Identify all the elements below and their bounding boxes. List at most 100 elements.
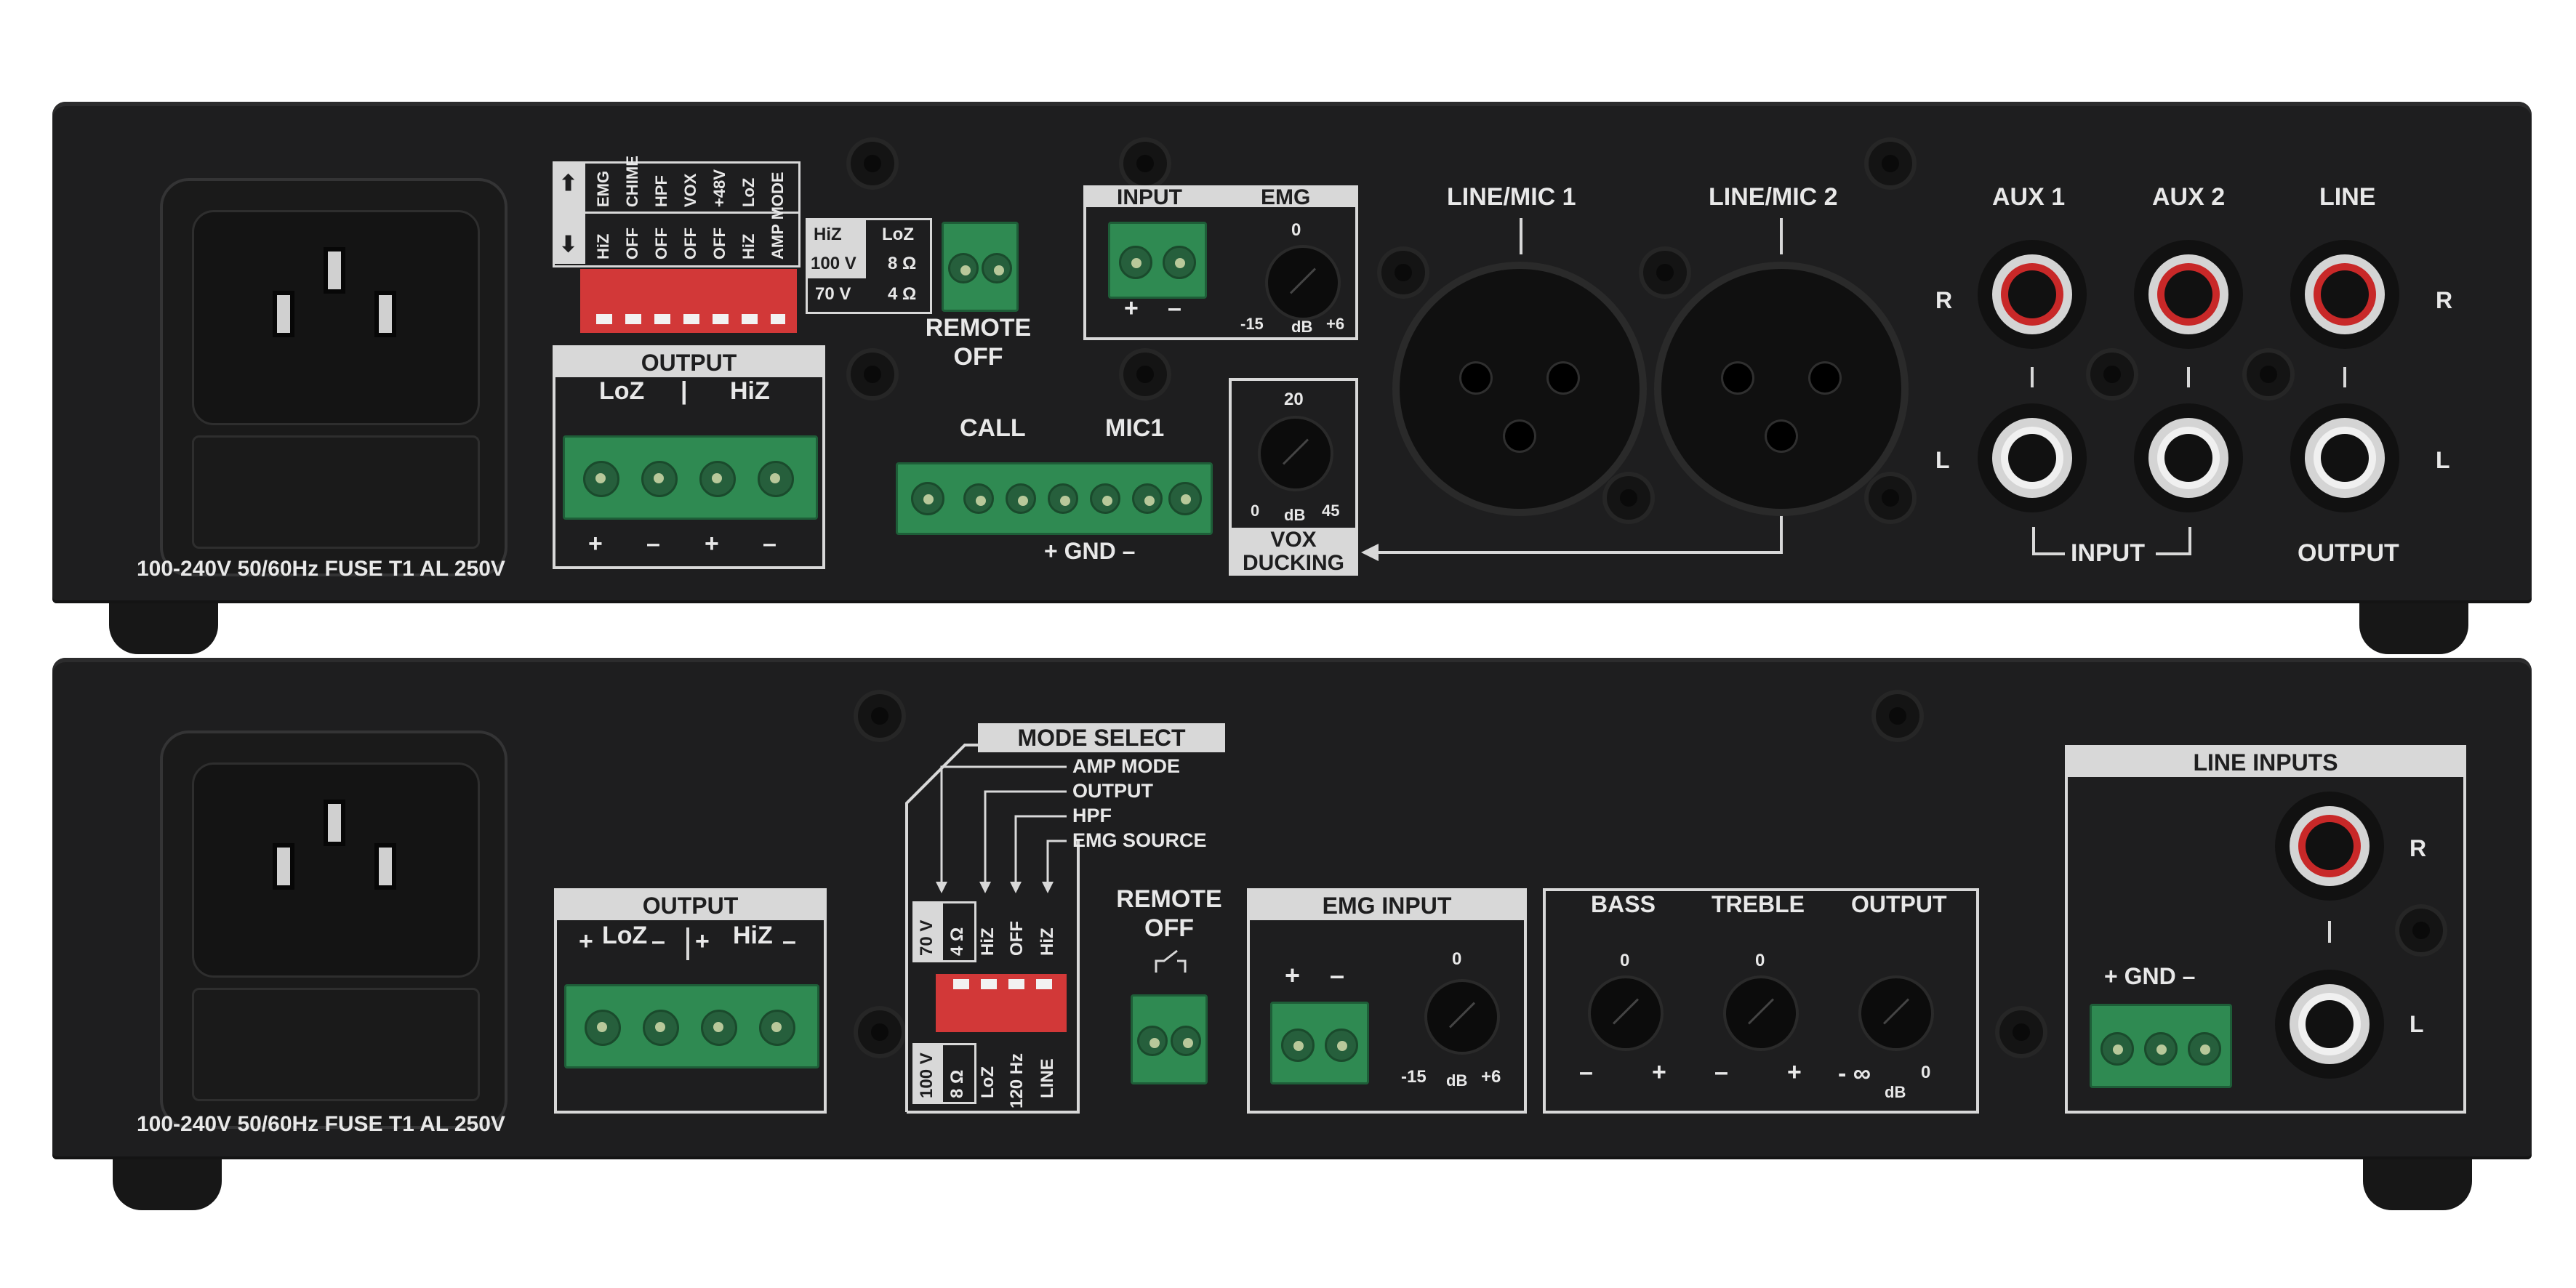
power-inlet[interactable]: [160, 730, 507, 1129]
emg-level-knob[interactable]: [1268, 248, 1338, 318]
switch-label: OFF: [681, 228, 699, 259]
power-pin: [374, 291, 396, 337]
mode-up-label: HiZ: [1038, 927, 1057, 956]
call-mic-terminal-block[interactable]: [896, 462, 1213, 535]
switch-label: AMP MODE: [769, 172, 787, 259]
emg-input-terminal[interactable]: [1270, 1002, 1369, 1084]
emg-knob-min: -15: [1240, 315, 1264, 333]
switch-label: VOX: [681, 173, 699, 207]
up-arrow-icon: ⬆: [559, 172, 578, 196]
output-hiz-label: HiZ: [730, 377, 770, 405]
emg-knob-unit: dB: [1446, 1071, 1468, 1090]
output-plus-label: +: [579, 927, 593, 955]
xlr-input-1[interactable]: [1400, 269, 1640, 509]
line-label: LINE: [2319, 183, 2376, 211]
emg-title: EMG: [1261, 185, 1311, 209]
rca-output-label: OUTPUT: [2298, 539, 2399, 567]
line-inputs-terminal[interactable]: [2090, 1004, 2232, 1088]
down-arrow-icon: ⬇: [559, 233, 578, 257]
emg-knob-zero: 0: [1452, 949, 1462, 969]
tone-output-label: OUTPUT: [1851, 891, 1947, 917]
dip-switch-levers[interactable]: [953, 979, 1052, 989]
output-minus-label: –: [782, 927, 796, 955]
fuse-drawer[interactable]: [192, 988, 480, 1101]
power-pin: [374, 843, 396, 890]
output-plus-label: +: [695, 927, 710, 955]
top-unit-foot-left: [109, 603, 218, 654]
power-inlet[interactable]: [160, 178, 507, 576]
amp-mode-loz: LoZ: [882, 225, 914, 244]
remote-off-terminal[interactable]: [942, 222, 1019, 312]
line-input-l-label: L: [2410, 1011, 2424, 1037]
treble-knob-zero: 0: [1755, 951, 1765, 970]
switch-label: HiZ: [739, 233, 758, 259]
power-pin: [324, 247, 345, 294]
power-pin: [324, 800, 345, 846]
bass-knob[interactable]: [1591, 978, 1661, 1048]
line-mic1-label: LINE/MIC 1: [1447, 183, 1576, 211]
aux2-r-jack[interactable]: [2134, 240, 2243, 349]
bottom-unit-foot-left: [113, 1159, 222, 1210]
screw-icon: [2247, 353, 2290, 396]
output-terminal-block[interactable]: [563, 435, 818, 520]
input-minus-label: –: [1168, 294, 1181, 322]
mode-up-label: 70 V: [917, 919, 936, 956]
fuse-drawer[interactable]: [192, 435, 480, 549]
aux1-r-jack[interactable]: [1978, 240, 2087, 349]
emg-level-knob[interactable]: [1427, 982, 1497, 1052]
treble-knob[interactable]: [1726, 978, 1796, 1048]
divider: [2031, 367, 2034, 387]
aux2-l-jack[interactable]: [2134, 403, 2243, 512]
switch-label: +48V: [710, 169, 729, 207]
line-input-l-jack[interactable]: [2275, 970, 2384, 1079]
line-out-l-jack[interactable]: [2290, 403, 2399, 512]
mode-down-label: LINE: [1038, 1058, 1057, 1098]
mode-item-hpf: HPF: [1072, 805, 1112, 826]
bottom-unit-foot-right: [2363, 1159, 2472, 1210]
power-label: 100-240V 50/60Hz FUSE T1 AL 250V: [137, 1112, 505, 1136]
emg-knob-zero: 0: [1291, 220, 1301, 240]
output-level-knob[interactable]: [1861, 978, 1931, 1048]
emg-minus-label: –: [1330, 960, 1345, 990]
output-knob-max: 0: [1921, 1063, 1931, 1082]
treble-label: TREBLE: [1712, 891, 1805, 917]
divider: [1520, 218, 1522, 254]
output-terminal-block[interactable]: [564, 984, 819, 1068]
aux2-label: AUX 2: [2152, 183, 2226, 211]
treble-minus: –: [1714, 1058, 1728, 1086]
output-minus-label: –: [651, 927, 665, 955]
rca-input-label: INPUT: [2071, 539, 2145, 567]
dip-switch-levers[interactable]: [596, 314, 785, 324]
xlr-input-2[interactable]: [1661, 269, 1901, 509]
divider: [2328, 921, 2331, 943]
routing-line: [1780, 509, 1783, 554]
line-input-r-jack[interactable]: [2275, 792, 2384, 901]
bracket: [2156, 552, 2191, 555]
mode-down-label: 8 Ω: [947, 1069, 967, 1098]
vox-ducking-knob[interactable]: [1261, 419, 1331, 488]
line-out-r-jack[interactable]: [2290, 240, 2399, 349]
dip-switch-legend: ⬆ ⬇ EMG HiZ CHIME OFF HPF OFF VOX OFF +4…: [553, 156, 801, 267]
vox-knob-top: 20: [1284, 390, 1304, 409]
mode-up-label: HiZ: [978, 927, 998, 956]
input-terminal[interactable]: [1108, 222, 1207, 299]
remote-off-label: OFF: [1144, 914, 1194, 942]
rca-left-label: L: [1935, 447, 1950, 473]
aux1-l-jack[interactable]: [1978, 403, 2087, 512]
rca-right-label: R: [2436, 287, 2453, 313]
mode-select-section: MODE SELECT AMP MODE OUTPUT HPF EMG SOUR…: [905, 723, 1225, 1114]
power-label: 100-240V 50/60Hz FUSE T1 AL 250V: [137, 557, 505, 581]
rca-left-label: L: [2436, 447, 2450, 473]
switch-label: OFF: [652, 228, 670, 259]
top-unit-foot-right: [2359, 603, 2468, 654]
bass-label: BASS: [1591, 891, 1656, 917]
mode-down-label: 120 Hz: [1007, 1052, 1027, 1108]
input-emg-section: INPUT EMG + – 0 -15 dB +6: [1083, 185, 1358, 340]
mode-item-output: OUTPUT: [1072, 780, 1153, 802]
aux1-label: AUX 1: [1992, 183, 2066, 211]
amp-mode-100v: 100 V: [811, 254, 856, 273]
mode-up-label: 4 Ω: [947, 927, 967, 956]
switch-label: HPF: [652, 175, 670, 207]
remote-off-terminal[interactable]: [1131, 994, 1208, 1084]
mode-up-label: OFF: [1007, 921, 1027, 956]
